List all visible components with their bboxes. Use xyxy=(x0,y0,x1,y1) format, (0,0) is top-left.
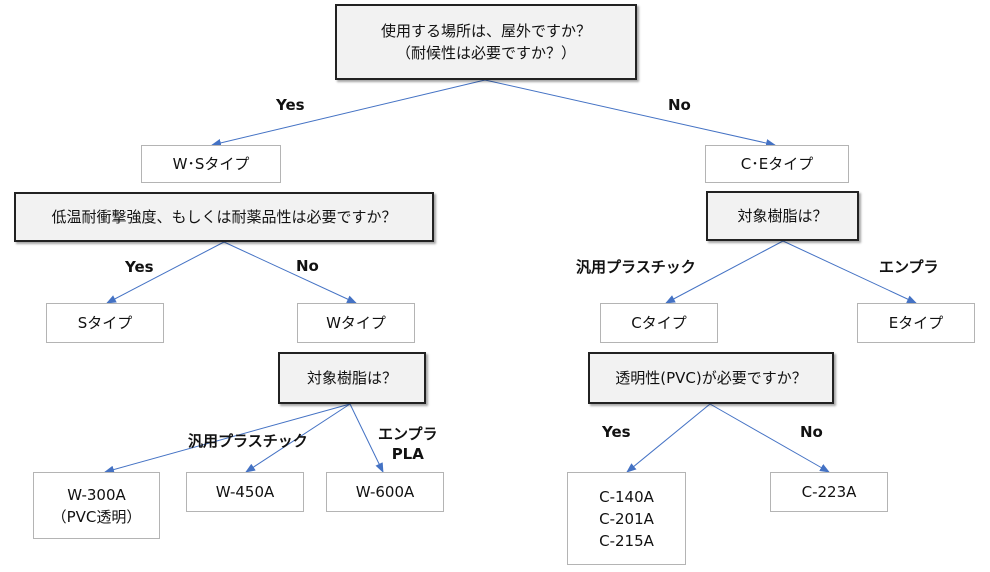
edge-resin-left-w450 xyxy=(245,403,351,473)
result-e-type: Eタイプ xyxy=(857,303,975,343)
result-w-type: Wタイプ xyxy=(297,303,415,343)
label-resin-left-engineering: エンプラ PLA xyxy=(378,425,438,463)
question-pvc-text: 透明性(PVC)が必要ですか？ xyxy=(615,369,807,387)
question-outdoor-line1: 使用する場所は、屋外ですか？ xyxy=(380,22,591,40)
label-outdoor-yes: Yes xyxy=(276,96,305,114)
edge-outdoor-no xyxy=(484,79,776,147)
edge-outdoor-yes xyxy=(211,79,486,147)
result-c223a-label: C-223A xyxy=(801,483,857,501)
label-pvc-yes: Yes xyxy=(602,423,631,441)
result-e-type-label: Eタイプ xyxy=(888,314,944,332)
question-outdoor-use: 使用する場所は、屋外ですか？ （耐候性は必要ですか？） xyxy=(335,4,637,80)
result-ws-type-label: W･Sタイプ xyxy=(172,155,250,173)
result-c-type: Cタイプ xyxy=(600,303,718,343)
result-w300a: W-300A （PVC透明） xyxy=(33,472,160,539)
result-c223a: C-223A xyxy=(770,472,888,512)
question-resin-right: 対象樹脂は？ xyxy=(706,191,859,241)
result-c140a-line1: C-140A xyxy=(599,487,654,506)
edge-pvc-no xyxy=(709,403,830,473)
result-ws-type: W･Sタイプ xyxy=(141,145,281,183)
label-impact-yes: Yes xyxy=(125,258,154,276)
result-ce-type-label: C･Eタイプ xyxy=(740,155,814,173)
label-resin-right-engineering: エンプラ xyxy=(879,258,939,276)
edge-resin-left-w600 xyxy=(349,403,384,473)
result-c-type-label: Cタイプ xyxy=(631,314,687,332)
label-resin-left-engineering-line2: PLA xyxy=(391,445,424,463)
result-w-type-label: Wタイプ xyxy=(326,314,386,332)
result-ce-type: C･Eタイプ xyxy=(705,145,849,183)
label-outdoor-no: No xyxy=(668,96,691,114)
question-resin-right-text: 対象樹脂は？ xyxy=(737,207,828,225)
result-s-type: Sタイプ xyxy=(46,303,164,343)
result-c140a-line3: C-215A xyxy=(599,531,654,550)
edge-resin-right-general xyxy=(665,240,784,304)
edge-impact-yes xyxy=(106,241,225,304)
edge-resin-right-engineering xyxy=(782,240,917,304)
question-outdoor-line2: （耐候性は必要ですか？） xyxy=(395,44,576,62)
result-w300a-line1: W-300A xyxy=(67,485,126,504)
question-pvc-transparency: 透明性(PVC)が必要ですか？ xyxy=(588,352,834,404)
label-pvc-no: No xyxy=(800,423,823,441)
question-impact-text: 低温耐衝撃強度、もしくは耐薬品性は必要ですか？ xyxy=(51,208,397,226)
result-w450a: W-450A xyxy=(186,472,304,512)
result-c140a-c201a-c215a: C-140A C-201A C-215A xyxy=(567,472,686,565)
result-w450a-label: W-450A xyxy=(215,483,275,501)
label-resin-left-engineering-line1: エンプラ xyxy=(378,425,438,443)
edge-resin-left-w300 xyxy=(104,403,351,474)
edge-impact-no xyxy=(223,241,357,304)
label-resin-right-general: 汎用プラスチック xyxy=(576,258,696,276)
result-w300a-line2: （PVC透明） xyxy=(51,507,142,526)
question-impact-chemical: 低温耐衝撃強度、もしくは耐薬品性は必要ですか？ xyxy=(14,192,434,242)
label-resin-left-general: 汎用プラスチック xyxy=(188,432,308,450)
label-impact-no: No xyxy=(296,257,319,275)
question-resin-left-text: 対象樹脂は？ xyxy=(306,369,397,387)
result-w600a-label: W-600A xyxy=(355,483,415,501)
result-w600a: W-600A xyxy=(326,472,444,512)
result-c140a-line2: C-201A xyxy=(599,509,654,528)
result-s-type-label: Sタイプ xyxy=(77,314,133,332)
question-resin-left: 対象樹脂は？ xyxy=(278,352,426,404)
edge-pvc-yes xyxy=(626,403,711,473)
